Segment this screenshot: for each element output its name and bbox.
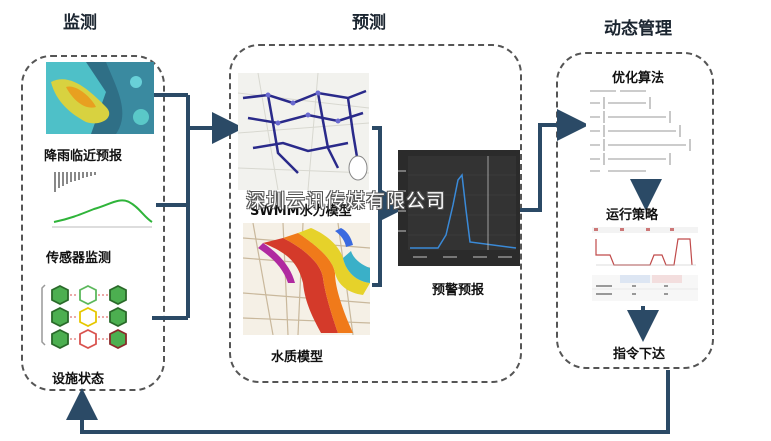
monitor-title: 监测: [63, 13, 97, 33]
forecast-title: 预测: [352, 13, 386, 33]
swmm-model-image: [238, 73, 369, 190]
strategy-label: 运行策略: [606, 208, 659, 223]
optimize-formula-image: [586, 85, 704, 177]
water-quality-label: 水质模型: [271, 350, 324, 365]
optimize-label: 优化算法: [612, 71, 665, 86]
rain-radar-image: [46, 62, 154, 134]
watermark-text: 深圳云讯传媒有限公司: [246, 190, 447, 212]
management-title: 动态管理: [604, 19, 672, 39]
strategy-chart-image: [590, 225, 700, 303]
facility-status-image: [40, 280, 152, 350]
command-label: 指令下达: [613, 347, 666, 362]
sensor-label: 传感器监测: [46, 251, 112, 266]
swmm-label: SWMM水力模型: [250, 204, 352, 219]
sensor-chart-image: [44, 167, 156, 235]
water-quality-model-image: [243, 223, 370, 335]
rain-label: 降雨临近预报: [44, 149, 123, 164]
forecast-to-management-arrow: [520, 109, 589, 212]
feedback-loop-line: [66, 370, 670, 434]
warning-label: 预警预报: [432, 283, 485, 298]
facility-label: 设施状态: [52, 372, 105, 387]
warning-chart-image: [398, 150, 520, 266]
